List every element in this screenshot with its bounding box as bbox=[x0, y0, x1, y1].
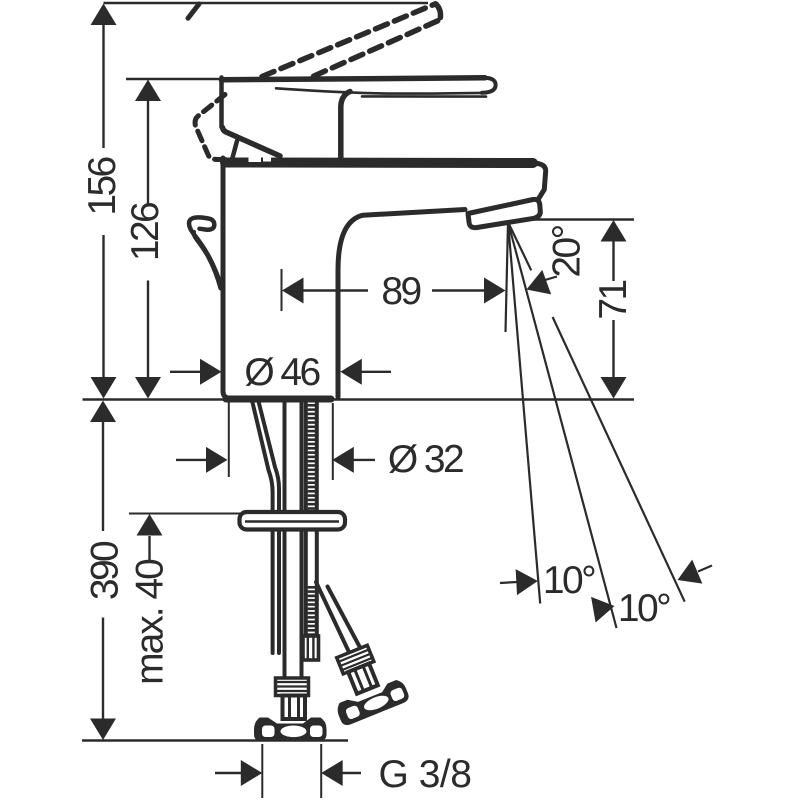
svg-text:71: 71 bbox=[592, 281, 635, 320]
svg-text:156: 156 bbox=[81, 157, 124, 215]
svg-text:89: 89 bbox=[381, 270, 420, 313]
svg-text:20°: 20° bbox=[546, 225, 589, 277]
svg-text:10°: 10° bbox=[543, 559, 595, 602]
svg-text:Ø 32: Ø 32 bbox=[388, 438, 463, 481]
svg-text:Ø 46: Ø 46 bbox=[244, 351, 319, 394]
svg-text:126: 126 bbox=[124, 203, 167, 261]
svg-text:10°: 10° bbox=[618, 587, 670, 630]
svg-text:G 3/8: G 3/8 bbox=[379, 753, 472, 796]
svg-text:390: 390 bbox=[83, 541, 126, 600]
svg-text:max. 40: max. 40 bbox=[129, 559, 172, 685]
